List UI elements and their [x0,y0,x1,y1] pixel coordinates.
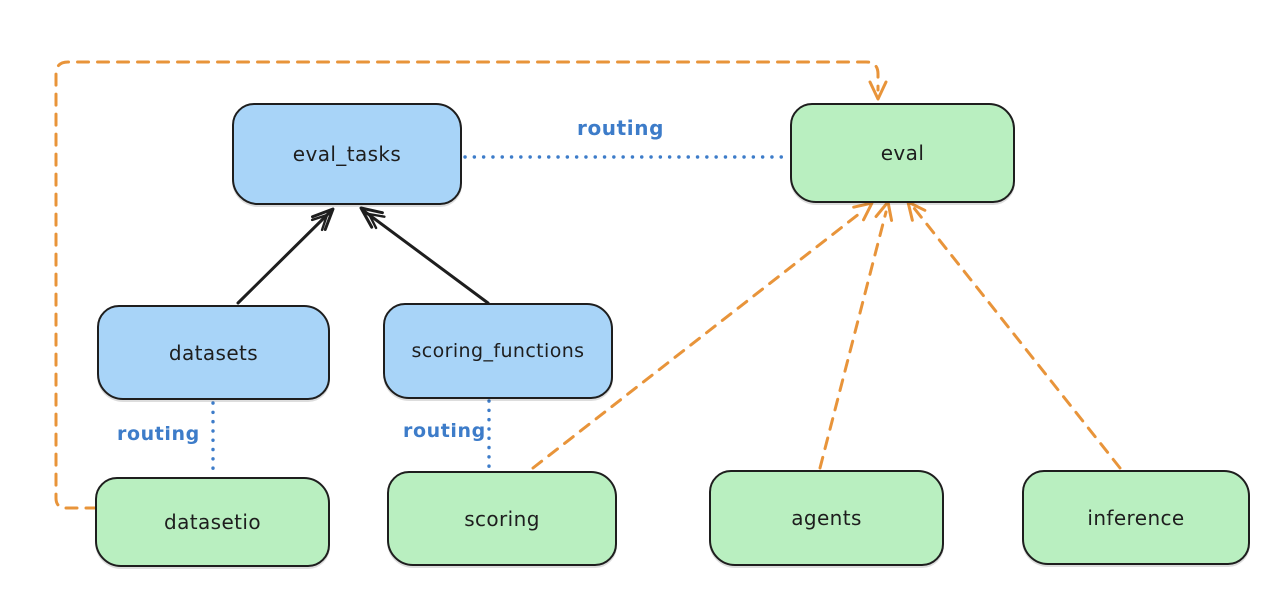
node-eval-tasks-label: eval_tasks [292,142,402,166]
node-scoring-functions: scoring_functions [383,303,613,399]
node-inference: inference [1022,470,1250,565]
edge-label-routing-datasets-datasetio: routing [117,423,200,445]
edge-scoring-functions-to-eval-tasks [359,206,490,305]
node-scoring: scoring [387,471,617,566]
edge-label-routing-scoring-functions-scoring: routing [403,420,486,442]
edge-inference-to-eval-dashed [906,200,1122,470]
node-agents-label: agents [791,506,862,530]
node-datasets-label: datasets [168,340,259,365]
edge-datasets-to-eval-tasks [236,207,335,305]
edge-scoring-to-eval-dashed [531,201,874,470]
node-eval-tasks: eval_tasks [232,103,462,205]
edge-datasetio-to-eval-dashed [54,60,888,510]
node-eval-label: eval [880,141,925,165]
edge-label-routing-eval-tasks-eval: routing [577,116,665,140]
node-scoring-label: scoring [464,506,540,531]
node-inference-label: inference [1087,505,1185,530]
node-scoring-functions-label: scoring_functions [411,340,585,362]
node-datasets: datasets [97,305,330,400]
node-datasetio-label: datasetio [163,510,261,534]
edge-agents-to-eval-dashed [818,200,894,470]
node-eval: eval [790,103,1015,203]
node-datasetio: datasetio [95,477,330,567]
node-agents: agents [709,470,944,566]
